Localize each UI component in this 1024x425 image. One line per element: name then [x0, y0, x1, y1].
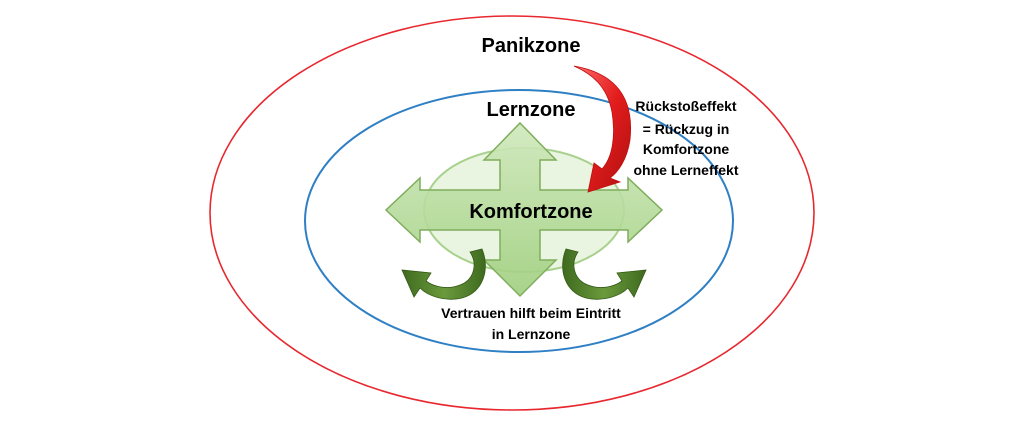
learning-zone-ellipse — [304, 89, 734, 353]
recoil-note-line-4: ohne Lerneffekt — [633, 162, 738, 178]
recoil-note-line-3: Komfortzone — [643, 141, 730, 157]
comfort-zone-label: Komfortzone — [469, 201, 592, 223]
trust-note-line-1: Vertrauen hilft beim Eintritt — [441, 305, 621, 321]
panic-zone-ellipse — [209, 15, 815, 411]
recoil-arrow-icon — [573, 65, 632, 193]
learning-zone-label: Lernzone — [487, 99, 576, 121]
trust-note-line-2: in Lernzone — [492, 326, 571, 342]
recoil-note-line-1: Rückstoßeffekt — [635, 98, 736, 114]
trust-arrow-left-icon — [401, 248, 486, 300]
trust-arrow-right-icon — [562, 248, 647, 300]
recoil-note-line-2: = Rückzug in — [643, 121, 730, 137]
four-way-arrow — [384, 121, 664, 298]
panic-zone-label: Panikzone — [482, 35, 581, 57]
